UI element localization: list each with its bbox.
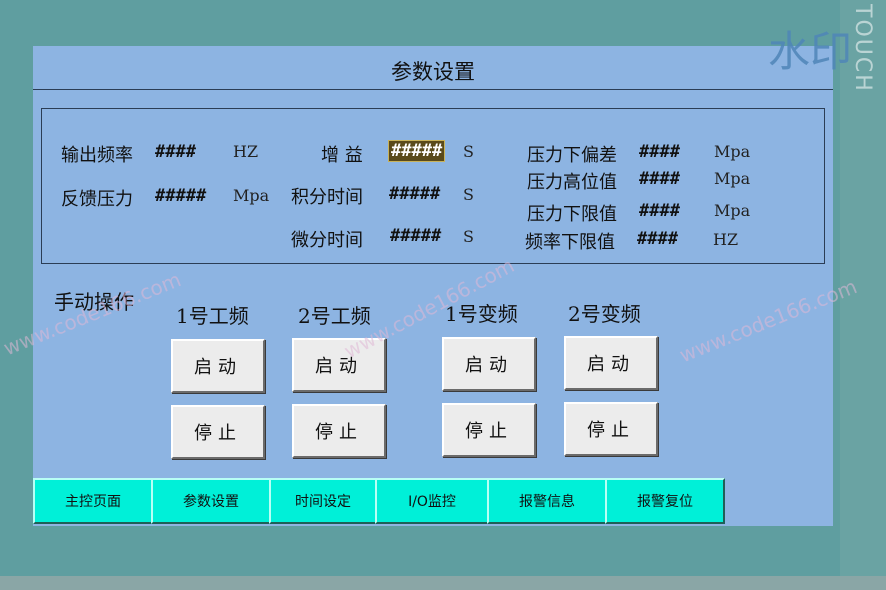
device-bezel-bottom [0, 576, 886, 590]
device-bezel-right [840, 0, 886, 576]
output-freq-unit: HZ [233, 142, 259, 161]
nav-button-main-control[interactable]: 主控页面 [33, 478, 153, 524]
page-title: 参数设置 [391, 60, 475, 84]
group-label-2-line-freq: 2号工频 [298, 304, 371, 328]
start-button-2-line-freq[interactable]: 启动 [292, 338, 386, 392]
nav-button-alarm-info[interactable]: 报警信息 [487, 478, 607, 524]
output-freq-label: 输出频率 [61, 145, 133, 166]
pressure-high-limit-input[interactable]: #### [639, 169, 680, 189]
nav-button-alarm-reset[interactable]: 报警复位 [605, 478, 725, 524]
pressure-low-limit-unit: Mpa [714, 201, 751, 220]
output-freq-value: #### [155, 142, 196, 162]
freq-low-limit-unit: HZ [713, 230, 739, 249]
nav-button-parameters[interactable]: 参数设置 [151, 478, 271, 524]
start-button-1-line-freq[interactable]: 启动 [171, 339, 265, 393]
integral-time-label: 积分时间 [291, 187, 363, 208]
pressure-high-limit-unit: Mpa [714, 169, 751, 188]
feedback-pressure-label: 反馈压力 [61, 189, 133, 210]
gain-unit: S [463, 142, 474, 161]
pressure-low-limit-label: 压力下限值 [527, 204, 617, 225]
freq-low-limit-label: 频率下限值 [525, 232, 615, 253]
derivative-time-unit: S [463, 227, 474, 246]
pressure-low-limit-input[interactable]: #### [639, 201, 680, 221]
gain-label: 增 益 [321, 145, 363, 166]
group-label-1-line-freq: 1号工频 [176, 304, 249, 328]
stop-button-2-line-freq[interactable]: 停止 [292, 404, 386, 458]
stop-button-1-line-freq[interactable]: 停止 [171, 405, 265, 459]
derivative-time-label: 微分时间 [291, 230, 363, 251]
group-label-1-vfd: 1号变频 [445, 302, 518, 326]
parameter-panel: 输出频率 #### HZ 反馈压力 ##### Mpa 增 益 ##### S … [41, 108, 825, 264]
side-watermark: TOUCH [850, 4, 875, 93]
pressure-lower-dev-label: 压力下偏差 [527, 145, 617, 166]
title-bar: 参数设置 [33, 46, 833, 90]
pressure-high-limit-label: 压力高位值 [527, 172, 617, 193]
stop-button-1-vfd[interactable]: 停止 [442, 403, 536, 457]
nav-button-io-monitor[interactable]: I/O监控 [375, 478, 489, 524]
start-button-1-vfd[interactable]: 启动 [442, 337, 536, 391]
nav-button-time-settings[interactable]: 时间设定 [269, 478, 377, 524]
start-button-2-vfd[interactable]: 启动 [564, 336, 658, 390]
pressure-lower-dev-unit: Mpa [714, 142, 751, 161]
group-label-2-vfd: 2号变频 [568, 302, 641, 326]
stop-button-2-vfd[interactable]: 停止 [564, 402, 658, 456]
integral-time-input[interactable]: ##### [389, 184, 441, 204]
derivative-time-input[interactable]: ##### [390, 226, 442, 246]
gain-input[interactable]: ##### [388, 140, 446, 162]
feedback-pressure-value: ##### [155, 186, 207, 206]
integral-time-unit: S [463, 185, 474, 204]
hmi-screen: 参数设置 输出频率 #### HZ 反馈压力 ##### Mpa 增 益 ###… [33, 46, 833, 526]
feedback-pressure-unit: Mpa [233, 186, 270, 205]
freq-low-limit-input[interactable]: #### [637, 229, 678, 249]
watermark-logo: 水印 [768, 27, 853, 76]
manual-operation-label: 手动操作 [54, 290, 134, 314]
pressure-lower-dev-input[interactable]: #### [639, 142, 680, 162]
